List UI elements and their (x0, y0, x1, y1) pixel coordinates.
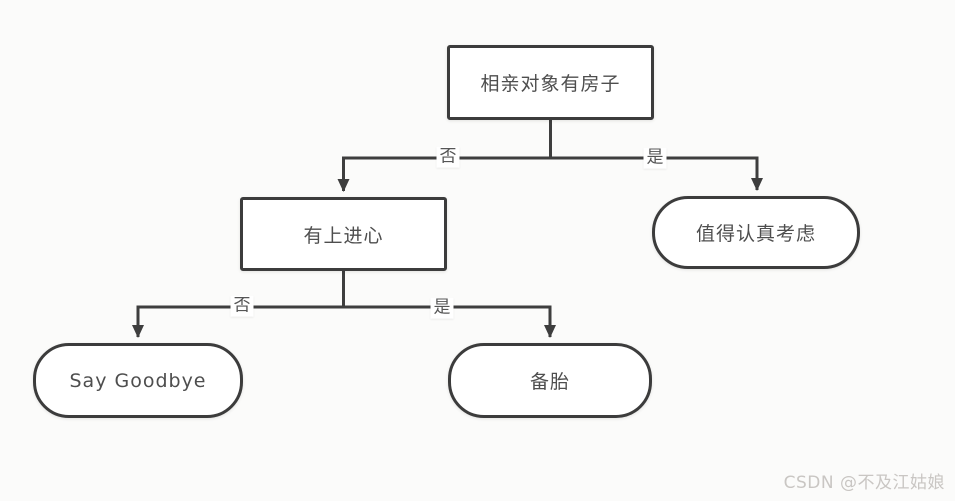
node-ambition-label: 有上进心 (303, 224, 384, 247)
edge-label-root-no: 否 (436, 146, 460, 168)
node-root: 相亲对象有房子 (447, 45, 654, 120)
node-ambition: 有上进心 (240, 197, 447, 271)
node-backup-label: 备胎 (529, 371, 570, 393)
csdn-watermark: CSDN @不及江姑娘 (783, 473, 945, 493)
node-consider-label: 值得认真考虑 (695, 223, 816, 245)
node-goodbye-label: Say Goodbye (69, 369, 207, 392)
node-consider: 值得认真考虑 (652, 196, 860, 269)
edge-label-root-yes: 是 (643, 147, 667, 169)
node-root-label: 相亲对象有房子 (480, 73, 621, 95)
node-goodbye: Say Goodbye (33, 343, 243, 418)
edge-label-ambition-no: 否 (230, 295, 254, 317)
node-backup: 备胎 (448, 343, 652, 418)
edge-label-ambition-yes: 是 (430, 297, 454, 319)
